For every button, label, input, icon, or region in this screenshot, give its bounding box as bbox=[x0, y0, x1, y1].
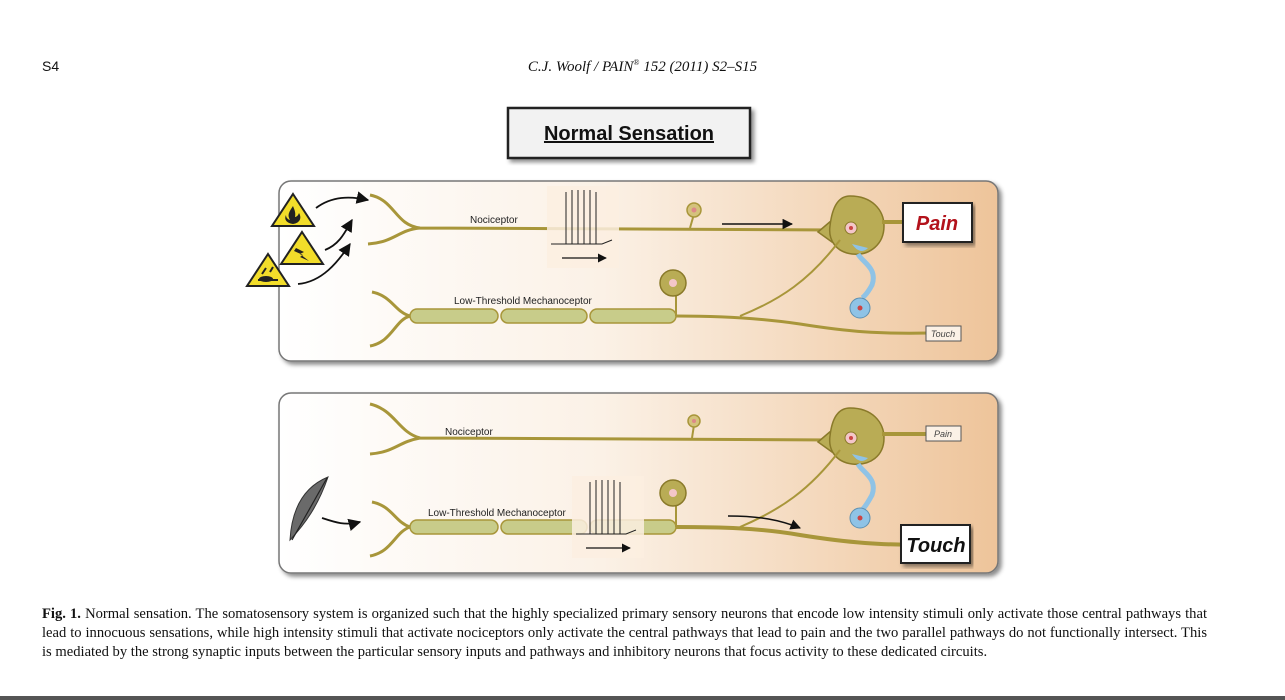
bottom-pain-projection-neuron bbox=[816, 407, 928, 465]
figure-title-box: Normal Sensation bbox=[506, 106, 752, 160]
bottom-inhibitory-interneuron bbox=[849, 454, 876, 529]
nociceptor-fiber bbox=[367, 193, 836, 246]
bottom-bar bbox=[0, 696, 1285, 700]
bottom-panel: Nociceptor Pain Low-Thr bbox=[278, 392, 999, 574]
electric-hazard-icon bbox=[279, 230, 325, 265]
figure-title: Normal Sensation bbox=[544, 123, 714, 145]
top-inhibitory-interneuron bbox=[849, 244, 876, 319]
top-pain-projection-neuron bbox=[816, 195, 905, 255]
top-panel: Nociceptor Pain bbox=[245, 180, 999, 362]
top-nociceptor-label: Nociceptor bbox=[470, 215, 518, 226]
pain-output-label: Pain bbox=[916, 213, 958, 235]
bottom-propagation-arrow bbox=[727, 515, 801, 530]
top-touch-output-box bbox=[925, 325, 962, 342]
bottom-pain-output-box bbox=[925, 425, 962, 442]
bottom-nociceptor-label: Nociceptor bbox=[445, 427, 493, 438]
pain-output-box bbox=[902, 202, 973, 243]
mechanoceptor-fiber bbox=[369, 239, 931, 348]
volume-pages: 152 (2011) S2–S15 bbox=[639, 59, 758, 75]
corrosive-hazard-icon bbox=[245, 252, 291, 287]
page-number: S4 bbox=[42, 58, 60, 74]
bottom-spike-train bbox=[572, 476, 644, 558]
bottom-mechanoceptor-label: Low-Threshold Mechanoceptor bbox=[428, 508, 567, 519]
top-spike-train bbox=[547, 186, 619, 268]
bottom-pain-output-label: Pain bbox=[934, 429, 952, 439]
top-touch-output-label: Touch bbox=[931, 329, 955, 339]
figure-caption: Fig. 1. Normal sensation. The somatosens… bbox=[42, 605, 1207, 662]
touch-output-label: Touch bbox=[906, 535, 965, 557]
registered-mark: ® bbox=[633, 58, 640, 67]
figure-1: Normal Sensation Nociceptor bbox=[245, 106, 999, 574]
caption-label: Fig. 1. bbox=[42, 606, 81, 622]
touch-output-box bbox=[900, 524, 971, 564]
feather-icon bbox=[289, 476, 329, 542]
bottom-nociceptor-fiber bbox=[369, 402, 836, 456]
top-mechanoceptor-label: Low-Threshold Mechanoceptor bbox=[454, 296, 593, 307]
fire-hazard-icon bbox=[270, 192, 316, 227]
caption-text: Normal sensation. The somatosensory syst… bbox=[42, 606, 1207, 660]
journal-name: C.J. Woolf / PAIN bbox=[527, 59, 634, 75]
running-head: C.J. Woolf / PAIN® 152 (2011) S2–S15 bbox=[0, 58, 1285, 76]
